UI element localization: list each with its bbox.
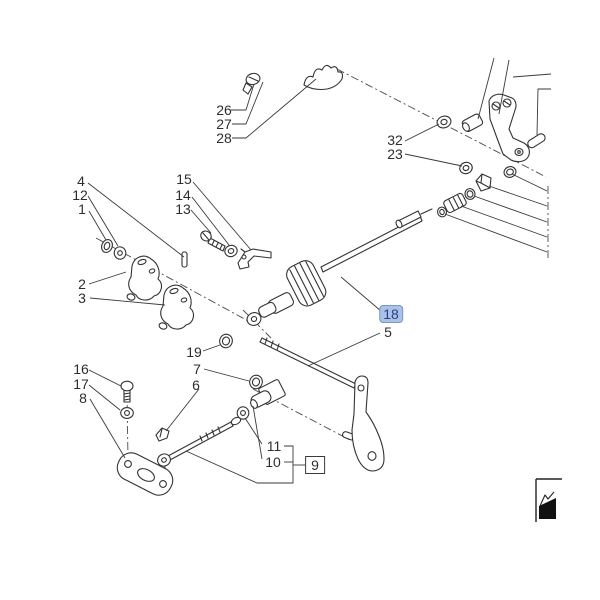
plate-8: [116, 452, 174, 496]
callout-7[interactable]: 7: [193, 361, 201, 377]
callout-9[interactable]: 9: [305, 456, 325, 474]
diagram-preview-icon[interactable]: [535, 478, 562, 522]
callout-4[interactable]: 4: [77, 173, 85, 189]
part-pin: [527, 133, 546, 149]
callout-13[interactable]: 13: [175, 201, 191, 217]
callout-18[interactable]: 18: [379, 305, 403, 323]
part-connector-block: [475, 173, 492, 192]
oring-large: [464, 188, 476, 200]
washer-14: [224, 244, 238, 258]
oring-7: [249, 374, 263, 390]
washer-12: [113, 246, 127, 260]
callout-8[interactable]: 8: [79, 390, 87, 406]
callout-23[interactable]: 23: [387, 146, 403, 162]
part-cable-connector: [443, 192, 467, 214]
oring-1: [101, 239, 113, 253]
callout-17[interactable]: 17: [73, 376, 89, 392]
callout-11[interactable]: 11: [266, 438, 282, 454]
callout-1[interactable]: 1: [78, 201, 86, 217]
bolt-16: [120, 380, 134, 403]
callout-6[interactable]: 6: [192, 377, 200, 393]
part-lever: [342, 375, 385, 472]
callout-32[interactable]: 32: [387, 132, 403, 148]
bracket-15: [237, 248, 272, 270]
callout-3[interactable]: 3: [78, 290, 86, 306]
callout-15[interactable]: 15: [176, 171, 192, 187]
bushing-10: [250, 379, 286, 409]
callout-2[interactable]: 2: [78, 276, 86, 292]
callout-5[interactable]: 5: [384, 324, 392, 340]
oring-19: [219, 333, 233, 349]
part-top-bolt: [242, 72, 261, 95]
callout-12[interactable]: 12: [72, 187, 88, 203]
pin-4: [181, 251, 188, 268]
bolt-13: [200, 230, 226, 252]
part-panel-fragment: [303, 64, 344, 91]
part-tie-rod: [157, 416, 242, 482]
callout-27[interactable]: 27: [216, 116, 232, 132]
oring-small: [436, 206, 448, 218]
callout-10[interactable]: 10: [265, 454, 281, 470]
part-rod-5: [259, 337, 357, 389]
washer-11: [236, 406, 250, 420]
part-bushing: [461, 113, 484, 133]
washer-23: [459, 161, 473, 175]
clip-6: [155, 427, 170, 442]
callout-16[interactable]: 16: [73, 361, 89, 377]
cam-2: [126, 255, 163, 301]
callout-28[interactable]: 28: [216, 130, 232, 146]
callout-19[interactable]: 19: [186, 344, 202, 360]
callout-14[interactable]: 14: [175, 187, 191, 203]
cam-3: [158, 284, 195, 330]
washer-32: [436, 115, 452, 129]
part-cable-18: [246, 208, 433, 326]
washer-17: [120, 407, 134, 419]
leader-lines: [87, 57, 552, 484]
callout-26[interactable]: 26: [216, 102, 232, 118]
